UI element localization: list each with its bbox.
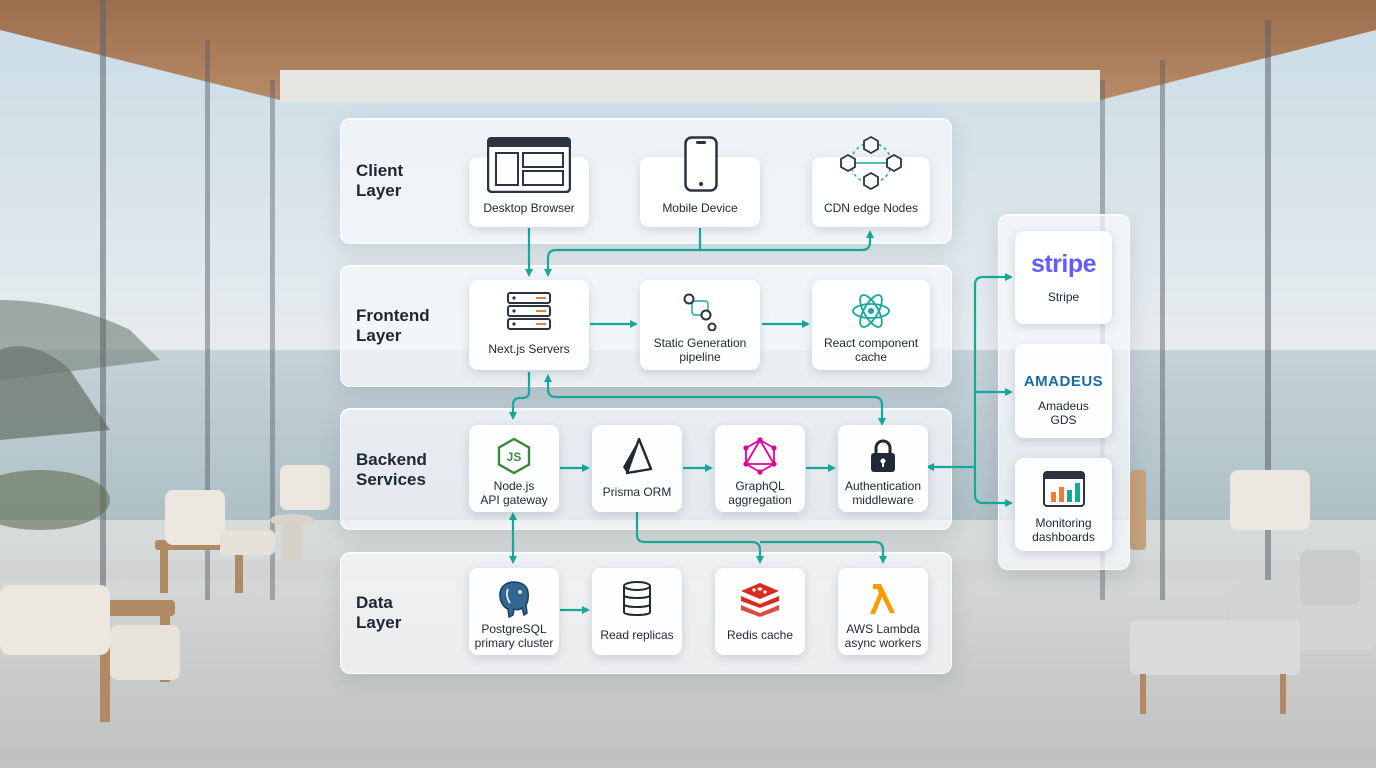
database-cylinder-icon	[605, 577, 669, 621]
svg-text:JS: JS	[507, 450, 522, 464]
stripe-logo: stripe	[1030, 250, 1097, 278]
node-label: Desktop Browser	[483, 200, 575, 215]
redis-stack-icon	[728, 577, 792, 621]
graphql-icon	[728, 434, 792, 478]
stripe-node[interactable]: stripe Stripe	[1015, 231, 1112, 324]
nodejs-hexagon-icon: JS	[482, 434, 546, 478]
react-atom-icon	[839, 289, 903, 333]
node-label: Read replicas	[600, 628, 674, 642]
read-replicas-node[interactable]: Read replicas	[592, 568, 682, 655]
pipeline-nodes-icon	[668, 289, 732, 333]
node-label: Mobile Device	[662, 200, 738, 215]
padlock-icon	[851, 434, 915, 478]
redis-cache-node[interactable]: Redis cache	[715, 568, 805, 655]
prisma-triangle-icon	[605, 434, 669, 478]
postgresql-elephant-icon	[482, 577, 546, 621]
prisma-orm-node[interactable]: Prisma ORM	[592, 425, 682, 512]
server-stack-icon	[497, 289, 561, 333]
smartphone-icon	[684, 136, 718, 192]
mobile-device-node[interactable]: Mobile Device	[640, 157, 760, 227]
node-label: CDN edge Nodes	[823, 200, 919, 215]
aws-lambda-icon	[851, 577, 915, 621]
amadeus-logo: amadeus	[1023, 373, 1104, 390]
browser-window-icon	[486, 136, 572, 194]
node-label: Redis cache	[726, 628, 794, 642]
dashboard-chart-icon	[1032, 467, 1096, 511]
node-label: Next.js Servers	[488, 342, 570, 356]
node-label: Prisma ORM	[602, 485, 672, 499]
node-label: Stripe	[1047, 290, 1080, 304]
cdn-edge-nodes-node[interactable]: CDN edge Nodes	[812, 157, 930, 227]
network-cubes-icon	[838, 134, 904, 192]
nextjs-servers-node[interactable]: Next.js Servers	[469, 280, 589, 370]
